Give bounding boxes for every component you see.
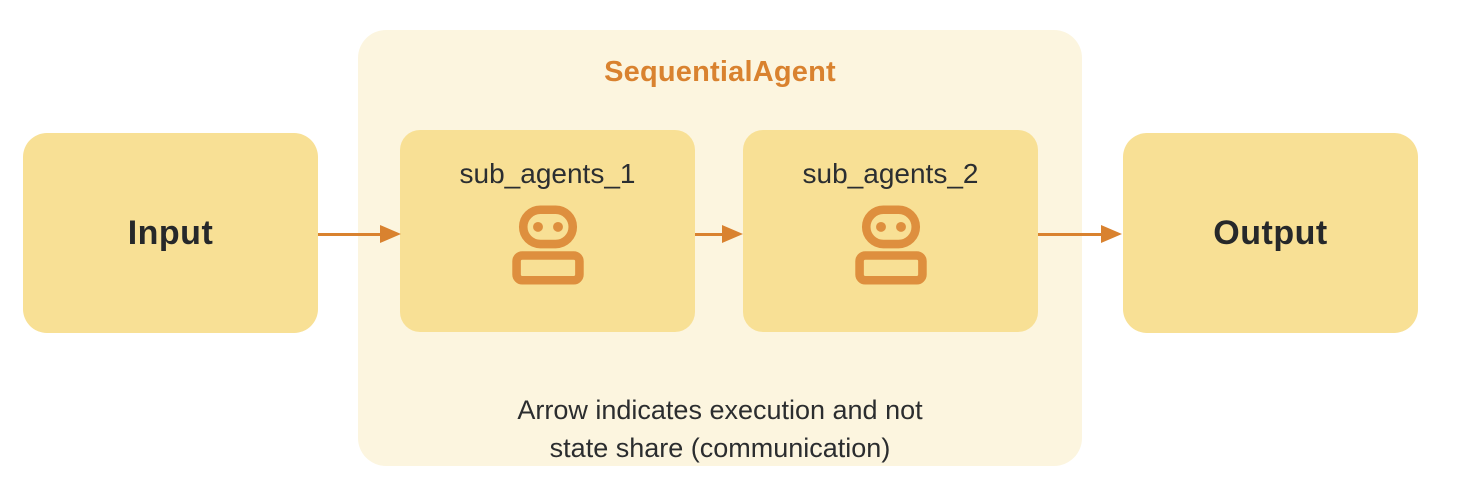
input-node: Input [23,133,318,333]
input-label: Input [127,213,214,252]
sub-agent-2-label: sub_agents_2 [802,158,979,189]
arrow-line [695,232,730,236]
arrow-sub-agents-1-to-sub-agents-2 [695,225,743,243]
arrow-head-icon [722,225,743,243]
sequential-agent-title: SequentialAgent [604,56,836,88]
arrow-line [1038,232,1109,236]
arrow-sub-agents-2-to-output [1038,225,1122,243]
sub-agent-card-2: sub_agents_2 [743,130,1038,332]
output-node: Output [1123,133,1418,333]
execution-note: Arrow indicates execution and not state … [358,391,1082,467]
arrow-head-icon [1101,225,1122,243]
arrow-input-to-sub-agents-1 [318,225,401,243]
sub-agent-card-1: sub_agents_1 [400,130,695,332]
arrow-line [318,232,388,236]
execution-note-line2: state share (communication) [549,433,891,463]
robot-icon [854,205,928,285]
arrow-head-icon [380,225,401,243]
robot-icon [511,205,585,285]
execution-note-line1: Arrow indicates execution and not [517,395,923,425]
output-label: Output [1213,213,1328,252]
sub-agent-1-label: sub_agents_1 [459,158,636,189]
